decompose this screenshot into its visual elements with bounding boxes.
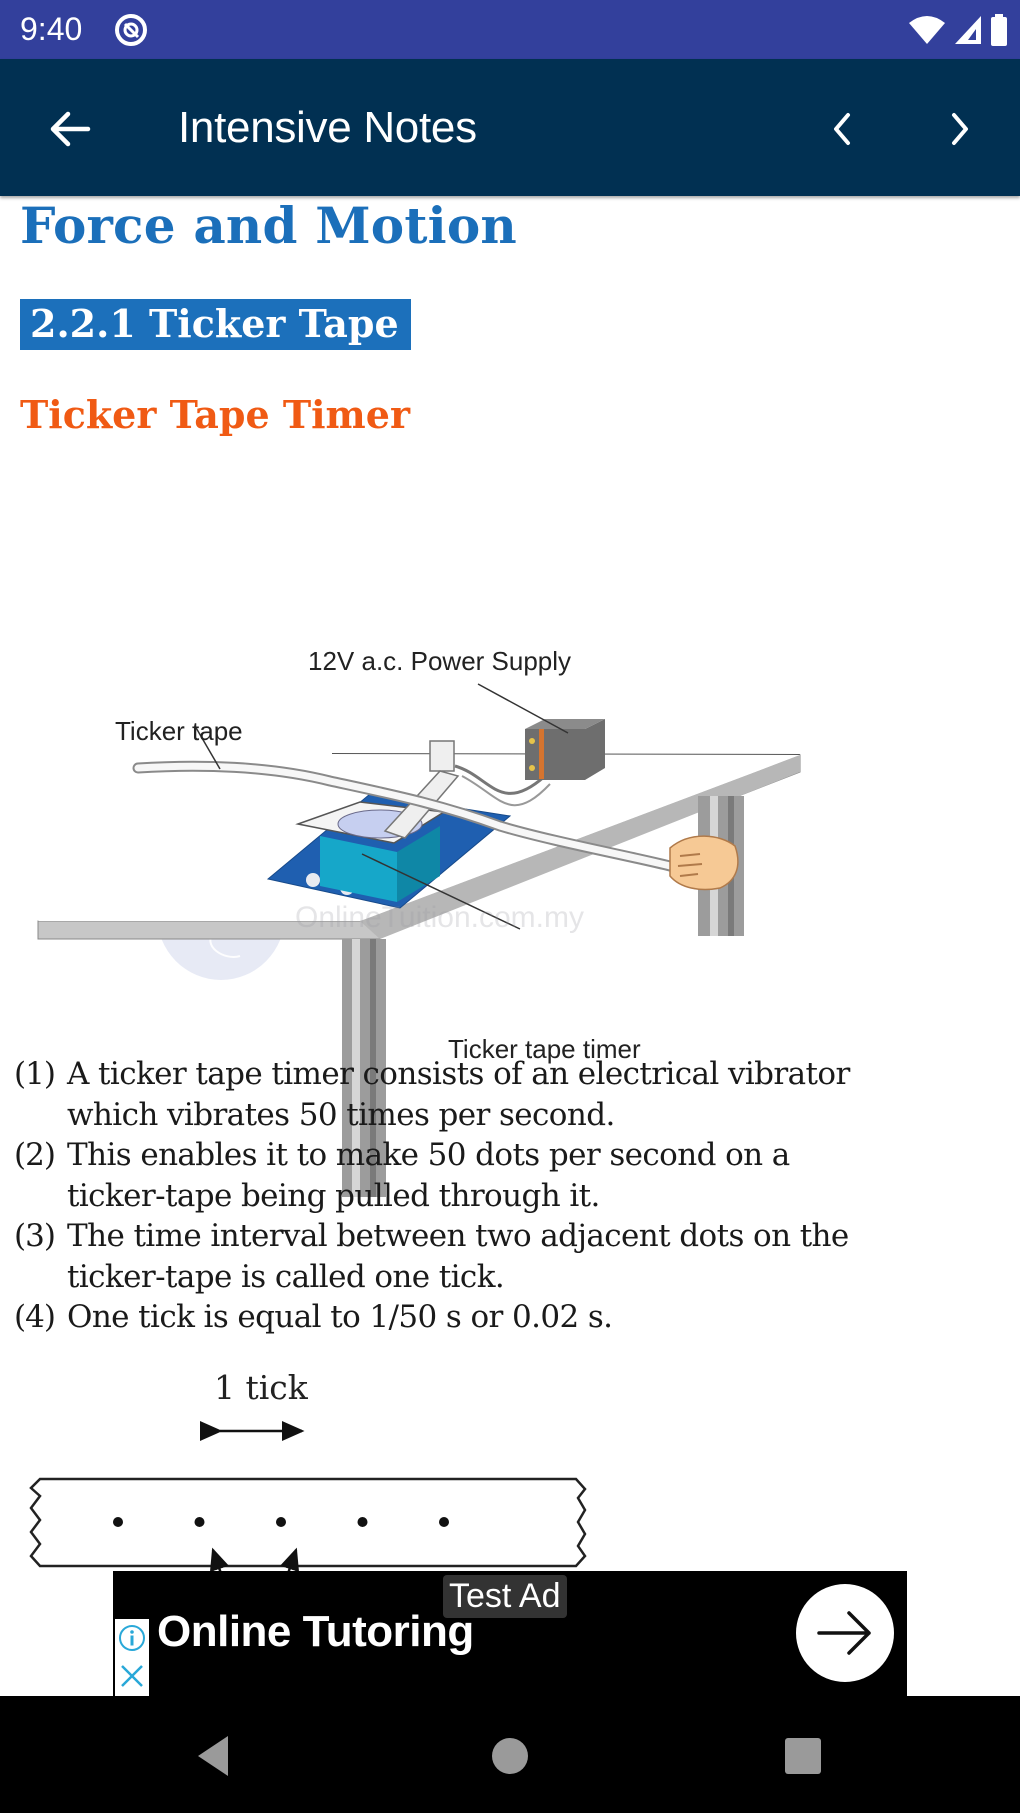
label-ticker-tape: Ticker tape: [115, 716, 243, 746]
arrow-left-icon: [50, 111, 91, 147]
tick-label: 1 tick: [214, 1368, 308, 1407]
system-nav-bar: [0, 1696, 1020, 1813]
back-triangle-icon: [198, 1736, 228, 1776]
cellular-signal-icon: [955, 16, 981, 44]
back-button[interactable]: [40, 101, 100, 157]
subsection-title: Ticker Tape Timer: [20, 392, 410, 437]
note-line: ticker-tape is called one tick.: [67, 1258, 505, 1295]
nav-home-button[interactable]: [480, 1726, 540, 1786]
hand-illustration: [669, 835, 739, 891]
section-title: 2.2.1 Ticker Tape: [20, 299, 411, 350]
tape-dot: [276, 1517, 286, 1527]
app-title: Intensive Notes: [178, 103, 477, 152]
battery-icon: [991, 14, 1007, 46]
note-line: which vibrates 50 times per second.: [67, 1096, 615, 1133]
note-line: One tick is equal to 1/50 s or 0.02 s.: [67, 1299, 613, 1335]
nav-back-button[interactable]: [183, 1726, 243, 1786]
note-number: (4): [14, 1299, 56, 1335]
note-line: The time interval between two adjacent d…: [67, 1218, 849, 1254]
ticker-tape-dots-figure: 1 tick: [18, 1368, 598, 1768]
note-item: (2) This enables it to make 50 dots per …: [14, 1135, 1014, 1216]
tape-dot: [194, 1517, 205, 1527]
nav-recents-button[interactable]: [773, 1726, 833, 1786]
ad-choices: [115, 1619, 149, 1696]
note-line: This enables it to make 50 dots per seco…: [67, 1137, 790, 1173]
timer-body: [320, 836, 397, 902]
next-page-button[interactable]: [936, 103, 984, 155]
tape-dot: [113, 1517, 123, 1527]
status-icons: [908, 12, 1008, 48]
close-icon[interactable]: [117, 1661, 147, 1691]
tape-dots: [113, 1517, 449, 1527]
arrow-right-icon: [817, 1611, 871, 1655]
info-icon[interactable]: [117, 1623, 147, 1653]
recents-square-icon: [785, 1738, 821, 1774]
label-power-supply: 12V a.c. Power Supply: [308, 646, 572, 676]
power-supply-box: [525, 719, 605, 780]
note-number: (2): [14, 1137, 56, 1173]
table-leg-front: [342, 939, 386, 1197]
note-line: A ticker tape timer consists of an elect…: [67, 1056, 850, 1092]
do-not-disturb-icon: [115, 14, 147, 46]
ad-cta-button[interactable]: [796, 1584, 894, 1682]
wifi-icon: [909, 16, 945, 44]
home-circle-icon: [492, 1738, 528, 1774]
ad-title[interactable]: Online Tutoring: [157, 1607, 474, 1656]
note-item: (4) One tick is equal to 1/50 s or 0.02 …: [14, 1297, 1014, 1338]
label-ticker-tape-timer: Ticker tape timer: [448, 1034, 641, 1064]
note-item: (3) The time interval between two adjace…: [14, 1216, 1014, 1297]
previous-page-button[interactable]: [818, 103, 866, 155]
app-bar: Intensive Notes: [0, 59, 1020, 196]
status-bar: 9:40: [0, 0, 1020, 59]
note-number: (3): [14, 1218, 56, 1254]
notes-list: (1) A ticker tape timer consists of an e…: [14, 1054, 1014, 1338]
ticker-tape-diagram: [29, 1421, 587, 1604]
tape-dot: [439, 1517, 449, 1527]
ticker-tape-timer-figure: OnlineTuition.com.my 12V a.c. Power Supp…: [30, 536, 820, 1201]
note-line: ticker-tape being pulled through it.: [67, 1177, 600, 1214]
note-number: (1): [14, 1056, 56, 1092]
chevron-right-icon: [952, 113, 968, 145]
apparatus-illustration: [37, 683, 801, 1197]
tape-dot: [357, 1517, 368, 1527]
tape-outline: [29, 1477, 587, 1568]
status-time: 9:40: [20, 11, 83, 47]
chapter-title: Force and Motion: [20, 196, 517, 255]
chevron-left-icon: [834, 113, 850, 145]
ad-banner[interactable]: Test Ad Online Tutoring: [113, 1571, 907, 1696]
watermark-text: OnlineTuition.com.my: [295, 901, 584, 934]
note-item: (1) A ticker tape timer consists of an e…: [14, 1054, 1014, 1135]
test-ad-badge: Test Ad: [443, 1575, 567, 1618]
